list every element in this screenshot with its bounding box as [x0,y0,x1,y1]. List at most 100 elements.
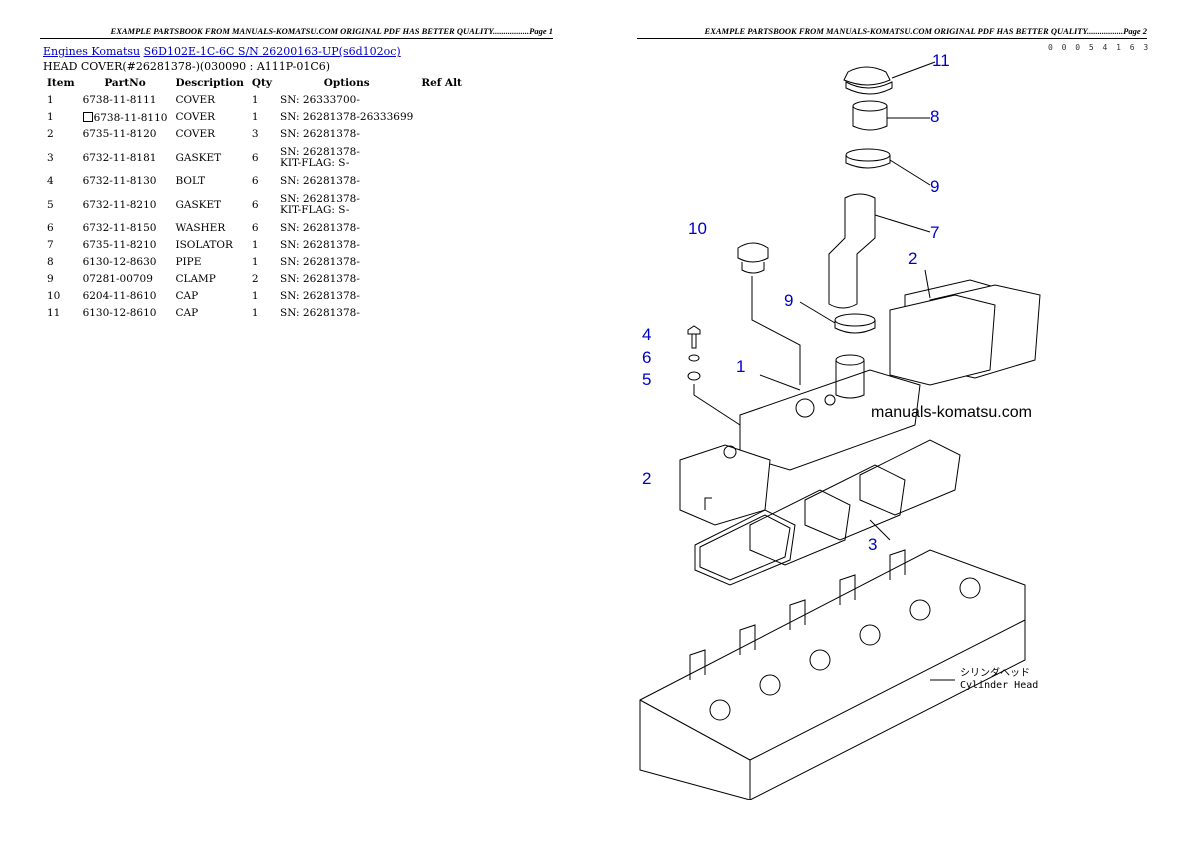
cell-partno: 6738-11-8111 [82,94,157,106]
exploded-parts-diagram: 11 8 9 7 10 2 9 4 6 5 1 2 3 manuals-koma… [630,40,1170,800]
cell-ref-alt [417,109,466,126]
cell-options: SN: 26281378- [276,271,417,288]
option-serial: SN: 26281378- [280,128,360,140]
option-serial: SN: 26281378- [280,222,360,234]
cell-item: 9 [47,273,54,285]
cell-ref-alt [417,190,466,220]
cell-qty: 6 [251,151,259,164]
breadcrumb: Engines Komatsu S6D102E-1C-6C S/N 262001… [43,45,401,58]
option-kit-flag: KIT-FLAG: S- [280,157,350,169]
callout-2-lower: 2 [642,469,652,488]
cell-options: SN: 26333700- [276,92,417,109]
cell-options: SN: 26281378-KIT-FLAG: S- [276,143,417,173]
cell-qty: 6 [251,198,259,211]
cell-options: SN: 26281378- [276,288,417,305]
cell-partno: 6204-11-8610 [82,290,157,302]
cell-item: 1 [47,111,54,123]
cell-description: CAP [175,290,199,302]
page-1-header: EXAMPLE PARTSBOOK FROM MANUALS-KOMATSU.C… [40,26,553,39]
table-row: 9 07281-00709 CLAMP 2 SN: 26281378- [43,271,466,288]
cell-options: SN: 26281378- [276,254,417,271]
callout-3: 3 [868,535,878,554]
cell-qty: 6 [251,175,259,187]
parts-table: Item PartNo Description Qty Options Ref … [43,76,466,322]
cell-description: GASKET [175,151,222,164]
cell-ref-alt [417,271,466,288]
cell-description: CLAMP [175,273,216,285]
cell-ref-alt [417,237,466,254]
callout-7: 7 [930,223,940,242]
cylinder-head-label-jp: シリンダヘッド [960,668,1030,679]
cell-qty: 1 [251,290,259,302]
cell-partno: 6732-11-8130 [82,175,157,187]
option-serial: SN: 26281378- [280,273,360,285]
cylinder-head-label-en: Cylinder Head [960,680,1039,691]
breadcrumb-link-engines[interactable]: Engines Komatsu [43,45,141,58]
cell-qty: 1 [251,256,259,268]
cell-partno: 6130-12-8610 [82,307,157,319]
option-serial: SN: 26281378- [280,146,360,158]
option-serial: SN: 26281378- [280,175,360,187]
cell-description: BOLT [175,175,206,187]
col-header-description: Description [175,77,244,89]
option-serial: SN: 26281378- [280,193,360,205]
callout-4: 4 [642,325,652,344]
cell-item: 3 [47,151,54,164]
cell-options: SN: 26281378- [276,305,417,322]
cell-options: SN: 26281378-KIT-FLAG: S- [276,190,417,220]
cell-ref-alt [417,92,466,109]
cell-qty: 3 [251,128,259,140]
callout-8: 8 [930,107,940,126]
callout-10: 10 [688,219,707,238]
page-2-header: EXAMPLE PARTSBOOK FROM MANUALS-KOMATSU.C… [637,26,1147,39]
option-serial: SN: 26333700- [280,94,360,106]
cell-partno: 6735-11-8210 [82,239,157,251]
col-header-options: Options [323,77,370,89]
page-subtitle: HEAD COVER(#26281378-)(030090 : A111P-01… [43,60,331,73]
cell-item: 2 [47,128,54,140]
cell-qty: 2 [251,273,259,285]
cell-ref-alt [417,126,466,143]
cell-description: WASHER [175,222,226,234]
checkbox-icon [82,111,93,122]
cell-ref-alt [417,288,466,305]
cell-description: CAP [175,307,199,319]
callout-1: 1 [736,357,746,376]
col-header-item: Item [47,77,75,89]
col-header-ref-alt: Ref Alt [421,77,462,89]
cell-ref-alt [417,143,466,173]
option-kit-flag: KIT-FLAG: S- [280,204,350,216]
callout-5: 5 [642,370,652,389]
option-serial: SN: 26281378-26333699 [280,111,414,123]
option-serial: SN: 26281378- [280,290,360,302]
part-number: 6738-11-8110 [93,111,168,124]
cell-options: SN: 26281378-26333699 [276,109,417,126]
cell-options: SN: 26281378- [276,126,417,143]
cell-item: 10 [47,290,61,302]
cell-item: 8 [47,256,54,268]
cell-description: PIPE [175,256,202,268]
callout-9-lower: 9 [784,291,794,310]
cell-item: 6 [47,222,54,234]
table-header-row: Item PartNo Description Qty Options Ref … [43,76,466,92]
cell-item: 1 [47,94,54,106]
cell-ref-alt [417,305,466,322]
watermark: manuals-komatsu.com [871,404,1032,421]
cell-item: 7 [47,239,54,251]
cell-description: COVER [175,94,216,106]
diagram-ref-code: 0 0 0 5 4 1 6 3 [1048,43,1151,52]
table-row: 10 6204-11-8610 CAP 1 SN: 26281378- [43,288,466,305]
cell-ref-alt [417,173,466,190]
cell-partno: 07281-00709 [82,273,153,285]
diagram-drawing [639,61,1041,800]
breadcrumb-link-model[interactable]: S6D102E-1C-6C S/N 26200163-UP(s6d102oc) [143,45,401,58]
